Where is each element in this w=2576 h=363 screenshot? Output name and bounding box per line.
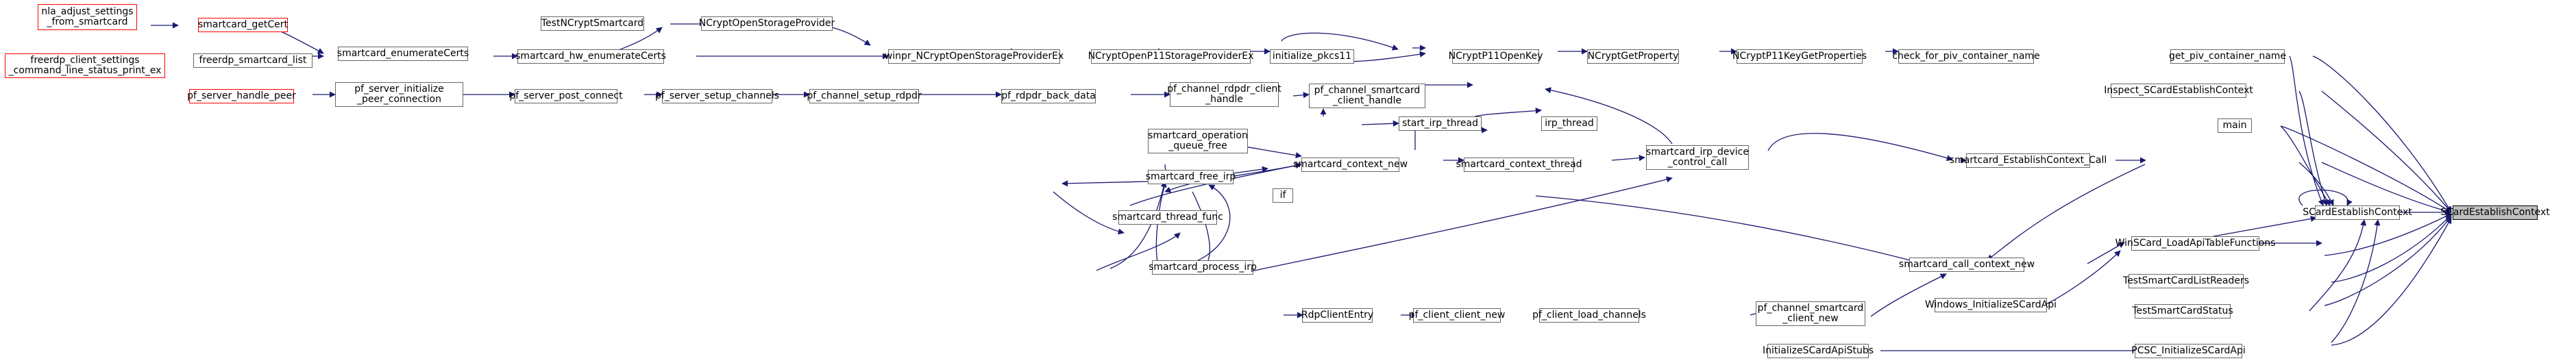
node-smartcard-context-thread[interactable]: smartcard_context_thread bbox=[1456, 158, 1582, 172]
node-pf-channel-smartcard-client-new[interactable]: pf_channel_smartcard _client_new bbox=[1756, 301, 1865, 326]
node-initializescardapistubs[interactable]: InitializeSCardApiStubs bbox=[1763, 344, 1874, 358]
edge bbox=[1987, 164, 2146, 261]
edge bbox=[2087, 242, 2125, 264]
edge bbox=[1109, 181, 1167, 269]
node-smartcard-operation-queue-free[interactable]: smartcard_operation _queue_free bbox=[1148, 129, 1248, 153]
edge bbox=[2331, 217, 2452, 346]
node-smartcard-establishcontext-call[interactable]: smartcard_EstablishContext_Call bbox=[1950, 153, 2107, 168]
node-freerdp-smartcard-list[interactable]: freerdp_smartcard_list bbox=[193, 53, 312, 68]
edge bbox=[2213, 215, 2317, 237]
node-main[interactable]: main bbox=[2218, 118, 2252, 133]
node-scardestablishcontext[interactable]: SCardEstablishContext bbox=[2303, 205, 2412, 220]
edge bbox=[2280, 125, 2452, 213]
node-ncryptp11keygetproperties[interactable]: NCryptP11KeyGetProperties bbox=[1732, 49, 1867, 64]
node-get-piv-container-name[interactable]: get_piv_container_name bbox=[2169, 49, 2286, 64]
node-smartcard-hw-enumeratecerts[interactable]: smartcard_hw_enumerateCerts bbox=[515, 49, 666, 64]
node-rdpcliententry[interactable]: RdpClientEntry bbox=[1301, 308, 1373, 323]
node-nla-adjust-settings[interactable]: nla_adjust_settings _from_smartcard bbox=[38, 4, 137, 30]
edge bbox=[2331, 214, 2452, 283]
node-freerdp-client-settings[interactable]: freerdp_client_settings _command_line_st… bbox=[5, 53, 165, 78]
edge bbox=[2321, 162, 2452, 214]
node-irp-thread[interactable]: irp_thread bbox=[1541, 116, 1597, 131]
node-pf-channel-rdpdr-client-handle[interactable]: pf_channel_rdpdr_client _handle bbox=[1167, 82, 1281, 107]
node-testsmartcardstatus[interactable]: TestSmartCardStatus bbox=[2132, 304, 2233, 318]
node-smartcard-enumeratecerts[interactable]: smartcard_enumerateCerts bbox=[337, 47, 469, 61]
edge bbox=[1545, 87, 1673, 145]
edge bbox=[2309, 219, 2367, 312]
node-ncryptopenstorageprovider[interactable]: NCryptOpenStorageProvider bbox=[699, 16, 835, 31]
edge bbox=[1292, 92, 1310, 99]
edge bbox=[2312, 55, 2452, 213]
node-check-for-piv-container-name[interactable]: check_for_piv_container_name bbox=[1892, 49, 2040, 64]
node-smartcard-thread-func[interactable]: smartcard_thread_func bbox=[1112, 210, 1223, 225]
edge bbox=[1096, 232, 1181, 271]
node-smartcard-irp-device-control-call[interactable]: smartcard_irp_device _control_call bbox=[1646, 145, 1749, 170]
node-smartcard-getcert[interactable]: smartcard_getCert bbox=[198, 18, 288, 32]
edge bbox=[2298, 162, 2334, 206]
edge bbox=[1053, 191, 1125, 235]
node-pf-server-initialize-peer-connection[interactable]: pf_server_initialize _peer_connection bbox=[335, 82, 463, 107]
edge bbox=[2324, 213, 2452, 256]
node-smartcard-call-context-new[interactable]: smartcard_call_context_new bbox=[1899, 258, 2035, 272]
edge bbox=[2280, 125, 2331, 206]
node-pf-client-load-channels[interactable]: pf_client_load_channels bbox=[1532, 308, 1646, 323]
node-pf-server-setup-channels[interactable]: pf_server_setup_channels bbox=[655, 89, 779, 103]
edge bbox=[2321, 90, 2452, 213]
node-pf-channel-smartcard-client-handle[interactable]: pf_channel_smartcard _client_handle bbox=[1309, 84, 1425, 108]
node-pf-server-post-connect[interactable]: pf_server_post_connect bbox=[509, 89, 623, 103]
node-smartcard-process-irp[interactable]: smartcard_process_irp bbox=[1149, 260, 1257, 275]
node-pf-client-client-new[interactable]: pf_client_client_new bbox=[1409, 308, 1505, 323]
node-ncryptp11openkey[interactable]: NCryptP11OpenKey bbox=[1449, 49, 1543, 64]
edge bbox=[1062, 180, 1149, 187]
edge bbox=[2331, 219, 2381, 343]
edge bbox=[1361, 120, 1399, 127]
node-winscard-loadapitablefunctions[interactable]: WinSCard_LoadApiTableFunctions bbox=[2115, 236, 2275, 251]
node-ncryptopenp11storageproviderex[interactable]: NCryptOpenP11StorageProviderEx bbox=[1088, 49, 1253, 64]
node-start-irp-thread[interactable]: start_irp_thread bbox=[1399, 116, 1482, 131]
node-pf-channel-setup-rdpdr[interactable]: pf_channel_setup_rdpdr bbox=[807, 89, 922, 103]
node-windows-initializescardapi[interactable]: Windows_InitializeSCardApi bbox=[1925, 298, 2057, 312]
node-initialize-pkcs11[interactable]: initialize_pkcs11 bbox=[1270, 49, 1354, 64]
edge bbox=[2324, 216, 2452, 306]
edge bbox=[1474, 108, 1542, 117]
node-testncryptsmartcard[interactable]: TestNCryptSmartcard bbox=[541, 16, 644, 31]
node-pf-server-handle-peer[interactable]: pf_server_handle_peer bbox=[187, 89, 296, 103]
node-winpr-ncryptopenstorageproviderex[interactable]: winpr_NCryptOpenStorageProviderEx bbox=[885, 49, 1064, 64]
edge bbox=[1281, 32, 1399, 51]
edge bbox=[1870, 273, 1947, 317]
edge bbox=[1535, 195, 1937, 269]
node-if[interactable]: if bbox=[1273, 188, 1293, 203]
node-inspect-scardestablishcontext[interactable]: Inspect_SCardEstablishContext bbox=[2104, 84, 2253, 98]
node-smartcard-free-irp[interactable]: smartcard_free_irp bbox=[1146, 170, 1236, 184]
node-ncryptgetproperty[interactable]: NCryptGetProperty bbox=[1587, 49, 1679, 64]
node-testsmartcardlistreaders[interactable]: TestSmartCardListReaders bbox=[2123, 274, 2249, 288]
edge bbox=[1767, 133, 1953, 162]
node-smartcard-context-new[interactable]: smartcard_context_new bbox=[1293, 158, 1408, 172]
node-scardestablishcontext-root[interactable]: SCardEstablishContext bbox=[2440, 205, 2550, 220]
node-pf-rdpdr-back-data[interactable]: pf_rdpdr_back_data bbox=[1001, 89, 1096, 103]
edge bbox=[2298, 189, 2353, 206]
node-pcsc-initializescardapi[interactable]: PCSC_InitializeSCardApi bbox=[2131, 344, 2246, 358]
edge bbox=[1611, 155, 1645, 162]
edge bbox=[2289, 55, 2324, 206]
edge bbox=[1251, 176, 1673, 272]
